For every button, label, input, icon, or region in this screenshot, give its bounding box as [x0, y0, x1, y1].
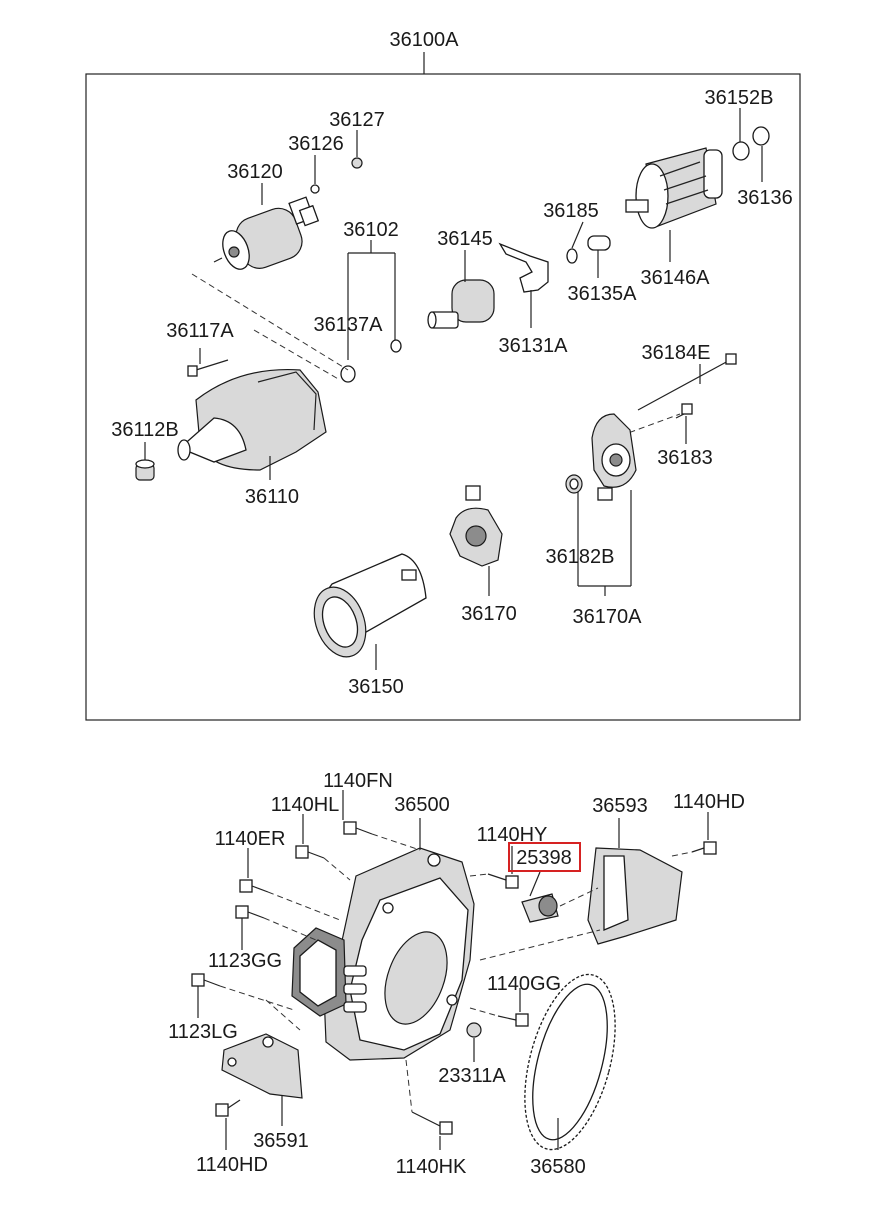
- bracket-36591-part[interactable]: [221, 1033, 303, 1099]
- label-36591[interactable]: 36591: [253, 1130, 309, 1152]
- bolt-1140HD-bottom[interactable]: [215, 1099, 241, 1117]
- part-36126-nut[interactable]: [310, 184, 320, 194]
- armature-part[interactable]: [625, 147, 723, 229]
- bolt-1140FN[interactable]: [343, 821, 373, 835]
- label-1140HD-top[interactable]: 1140HD: [673, 791, 745, 813]
- part-36185-ring[interactable]: [566, 248, 578, 264]
- label-1123GG[interactable]: 1123GG: [208, 950, 282, 972]
- label-1140HD-bottom[interactable]: 1140HD: [196, 1154, 268, 1176]
- bolt-36117A[interactable]: [187, 359, 229, 377]
- solenoid-part[interactable]: [213, 196, 320, 273]
- lever-part[interactable]: [498, 242, 549, 293]
- part-36137A-bush[interactable]: [340, 365, 356, 383]
- label-36500[interactable]: 36500: [394, 794, 450, 816]
- assembly-frame: [85, 73, 801, 721]
- label-36580[interactable]: 36580: [530, 1156, 586, 1178]
- bolt-1140ER[interactable]: [239, 879, 269, 893]
- label-1140ER[interactable]: 1140ER: [215, 828, 286, 850]
- adapter-plate-part[interactable]: [323, 847, 475, 1061]
- pinion-part[interactable]: [427, 279, 495, 329]
- bolt-1123GG[interactable]: [235, 905, 265, 919]
- bolt-1140HD-top[interactable]: [691, 841, 717, 855]
- label-36136[interactable]: 36136: [737, 187, 793, 209]
- screw-36183[interactable]: [675, 403, 693, 419]
- label-36183[interactable]: 36183: [657, 447, 713, 469]
- label-36110[interactable]: 36110: [245, 486, 299, 508]
- label-36117A[interactable]: 36117A: [166, 320, 234, 342]
- part-36102-ring[interactable]: [390, 339, 402, 353]
- label-36184E[interactable]: 36184E: [642, 342, 711, 364]
- label-23311A[interactable]: 23311A: [438, 1065, 506, 1087]
- end-frame-part[interactable]: [591, 413, 637, 501]
- nut-23311A[interactable]: [466, 1022, 482, 1038]
- label-36135A[interactable]: 36135A: [568, 283, 638, 305]
- label-36137A[interactable]: 36137A: [314, 314, 384, 336]
- label-36126[interactable]: 36126: [288, 133, 344, 155]
- spacer-25398-part[interactable]: [521, 893, 559, 923]
- bolt-1140HY[interactable]: [487, 873, 519, 889]
- washer-36136[interactable]: [752, 126, 770, 146]
- yoke-part[interactable]: [305, 553, 427, 664]
- through-bolt-part[interactable]: [637, 353, 737, 411]
- label-1140FN[interactable]: 1140FN: [323, 770, 393, 792]
- brush-holder-part[interactable]: [449, 485, 503, 567]
- connector-block-part[interactable]: [291, 927, 367, 1017]
- bracket-36593-part[interactable]: [587, 847, 683, 945]
- label-36131A[interactable]: 36131A: [499, 335, 569, 357]
- label-1140HK[interactable]: 1140HK: [396, 1156, 467, 1178]
- label-36120[interactable]: 36120: [227, 161, 283, 183]
- bolt-1140HK[interactable]: [411, 1111, 453, 1135]
- bolt-1123LG[interactable]: [191, 973, 221, 987]
- label-36150[interactable]: 36150: [348, 676, 404, 698]
- part-36127-nut[interactable]: [351, 157, 363, 169]
- label-36152B[interactable]: 36152B: [705, 87, 774, 109]
- ring-gear-part[interactable]: [508, 965, 632, 1160]
- label-36593[interactable]: 36593: [592, 795, 648, 817]
- assembly-label[interactable]: 36100A: [390, 29, 460, 51]
- label-36102[interactable]: 36102: [343, 219, 399, 241]
- bush-36112B[interactable]: [135, 459, 155, 481]
- highlight-box-25398: [508, 842, 581, 872]
- label-25398[interactable]: 25398: [516, 847, 572, 869]
- label-36127[interactable]: 36127: [329, 109, 385, 131]
- label-1140HY[interactable]: 1140HY: [477, 824, 548, 846]
- label-36170A[interactable]: 36170A: [573, 606, 643, 628]
- part-36135A[interactable]: [587, 235, 611, 251]
- label-1140GG[interactable]: 1140GG: [487, 973, 561, 995]
- bush-36182B[interactable]: [565, 474, 583, 494]
- bolt-1140HL[interactable]: [295, 845, 325, 859]
- label-36182B[interactable]: 36182B: [546, 546, 615, 568]
- drive-housing-part[interactable]: [177, 368, 327, 471]
- label-1123LG[interactable]: 1123LG: [168, 1021, 238, 1043]
- bolt-1140GG[interactable]: [497, 1013, 529, 1027]
- label-36185[interactable]: 36185: [543, 200, 599, 222]
- label-36146A[interactable]: 36146A: [641, 267, 711, 289]
- label-1140HL[interactable]: 1140HL: [271, 794, 340, 816]
- washer-36152B[interactable]: [732, 141, 750, 161]
- label-36170[interactable]: 36170: [461, 603, 517, 625]
- label-36145[interactable]: 36145: [437, 228, 493, 250]
- label-36112B[interactable]: 36112B: [111, 419, 178, 441]
